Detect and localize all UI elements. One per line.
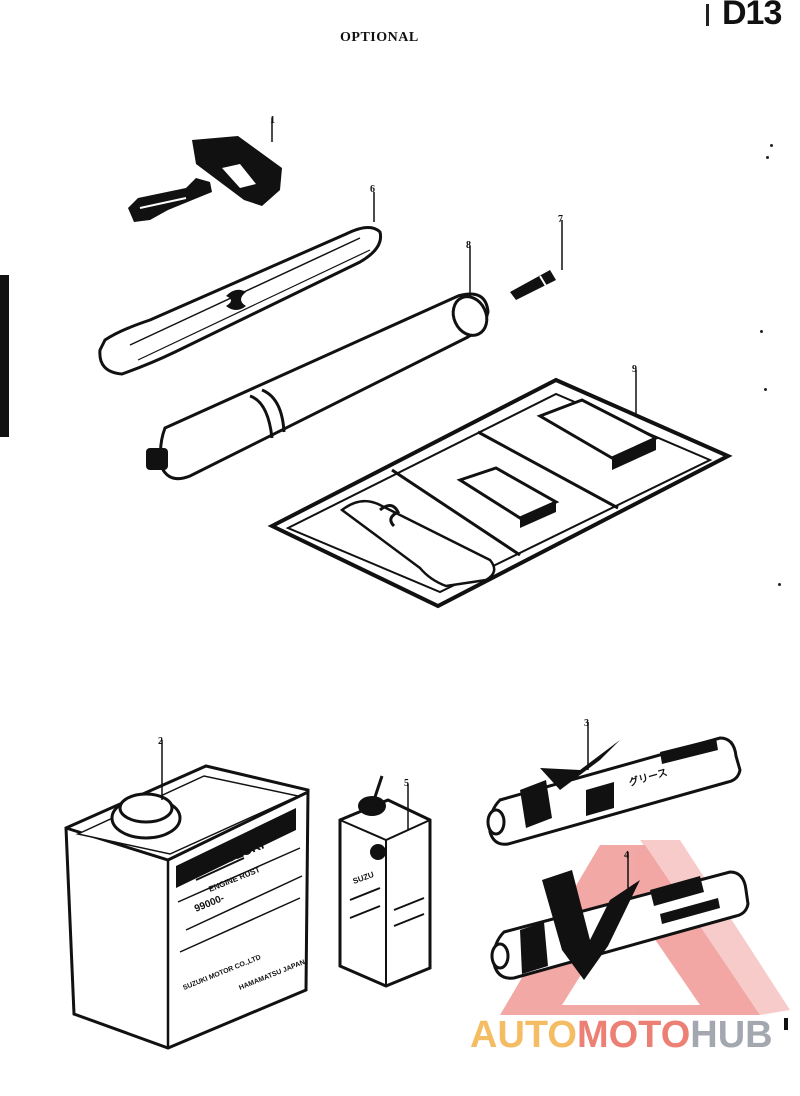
page-heading: OPTIONAL xyxy=(340,30,419,45)
watermark-text: AUTOMOTOHUB xyxy=(470,1014,773,1057)
watermark-part-moto: MOTO xyxy=(576,1014,691,1056)
watermark-part-auto: AUTO xyxy=(470,1014,577,1056)
callout-2: 2 xyxy=(158,736,163,747)
watermark-part-hub: HUB xyxy=(690,1014,773,1056)
part-tire-lever xyxy=(98,192,383,376)
binding-edge-bar xyxy=(0,275,9,437)
scan-speck xyxy=(760,330,763,333)
scan-speck xyxy=(766,156,769,159)
callout-7: 7 xyxy=(558,214,563,225)
scan-speck xyxy=(770,144,773,147)
part-oiler xyxy=(338,775,432,988)
page-code: D13 xyxy=(722,0,782,32)
scan-mark xyxy=(784,1018,788,1030)
part-grease-tube xyxy=(486,722,742,846)
callout-6: 6 xyxy=(370,184,375,195)
callout-9: 9 xyxy=(632,364,637,375)
callout-4: 4 xyxy=(624,850,629,861)
scan-speck xyxy=(778,583,781,586)
callout-1: 1 xyxy=(270,115,275,126)
part-oil-can xyxy=(64,740,310,1050)
scan-speck xyxy=(764,388,767,391)
part-air-pump xyxy=(146,246,490,481)
callout-3: 3 xyxy=(584,718,589,729)
part-key xyxy=(128,118,282,222)
callout-5: 5 xyxy=(404,778,409,789)
page-code-tick xyxy=(706,4,709,26)
part-sealant-tube xyxy=(490,852,750,980)
part-repair-kit xyxy=(267,370,733,609)
callout-8: 8 xyxy=(466,240,471,251)
part-pin xyxy=(510,220,563,300)
